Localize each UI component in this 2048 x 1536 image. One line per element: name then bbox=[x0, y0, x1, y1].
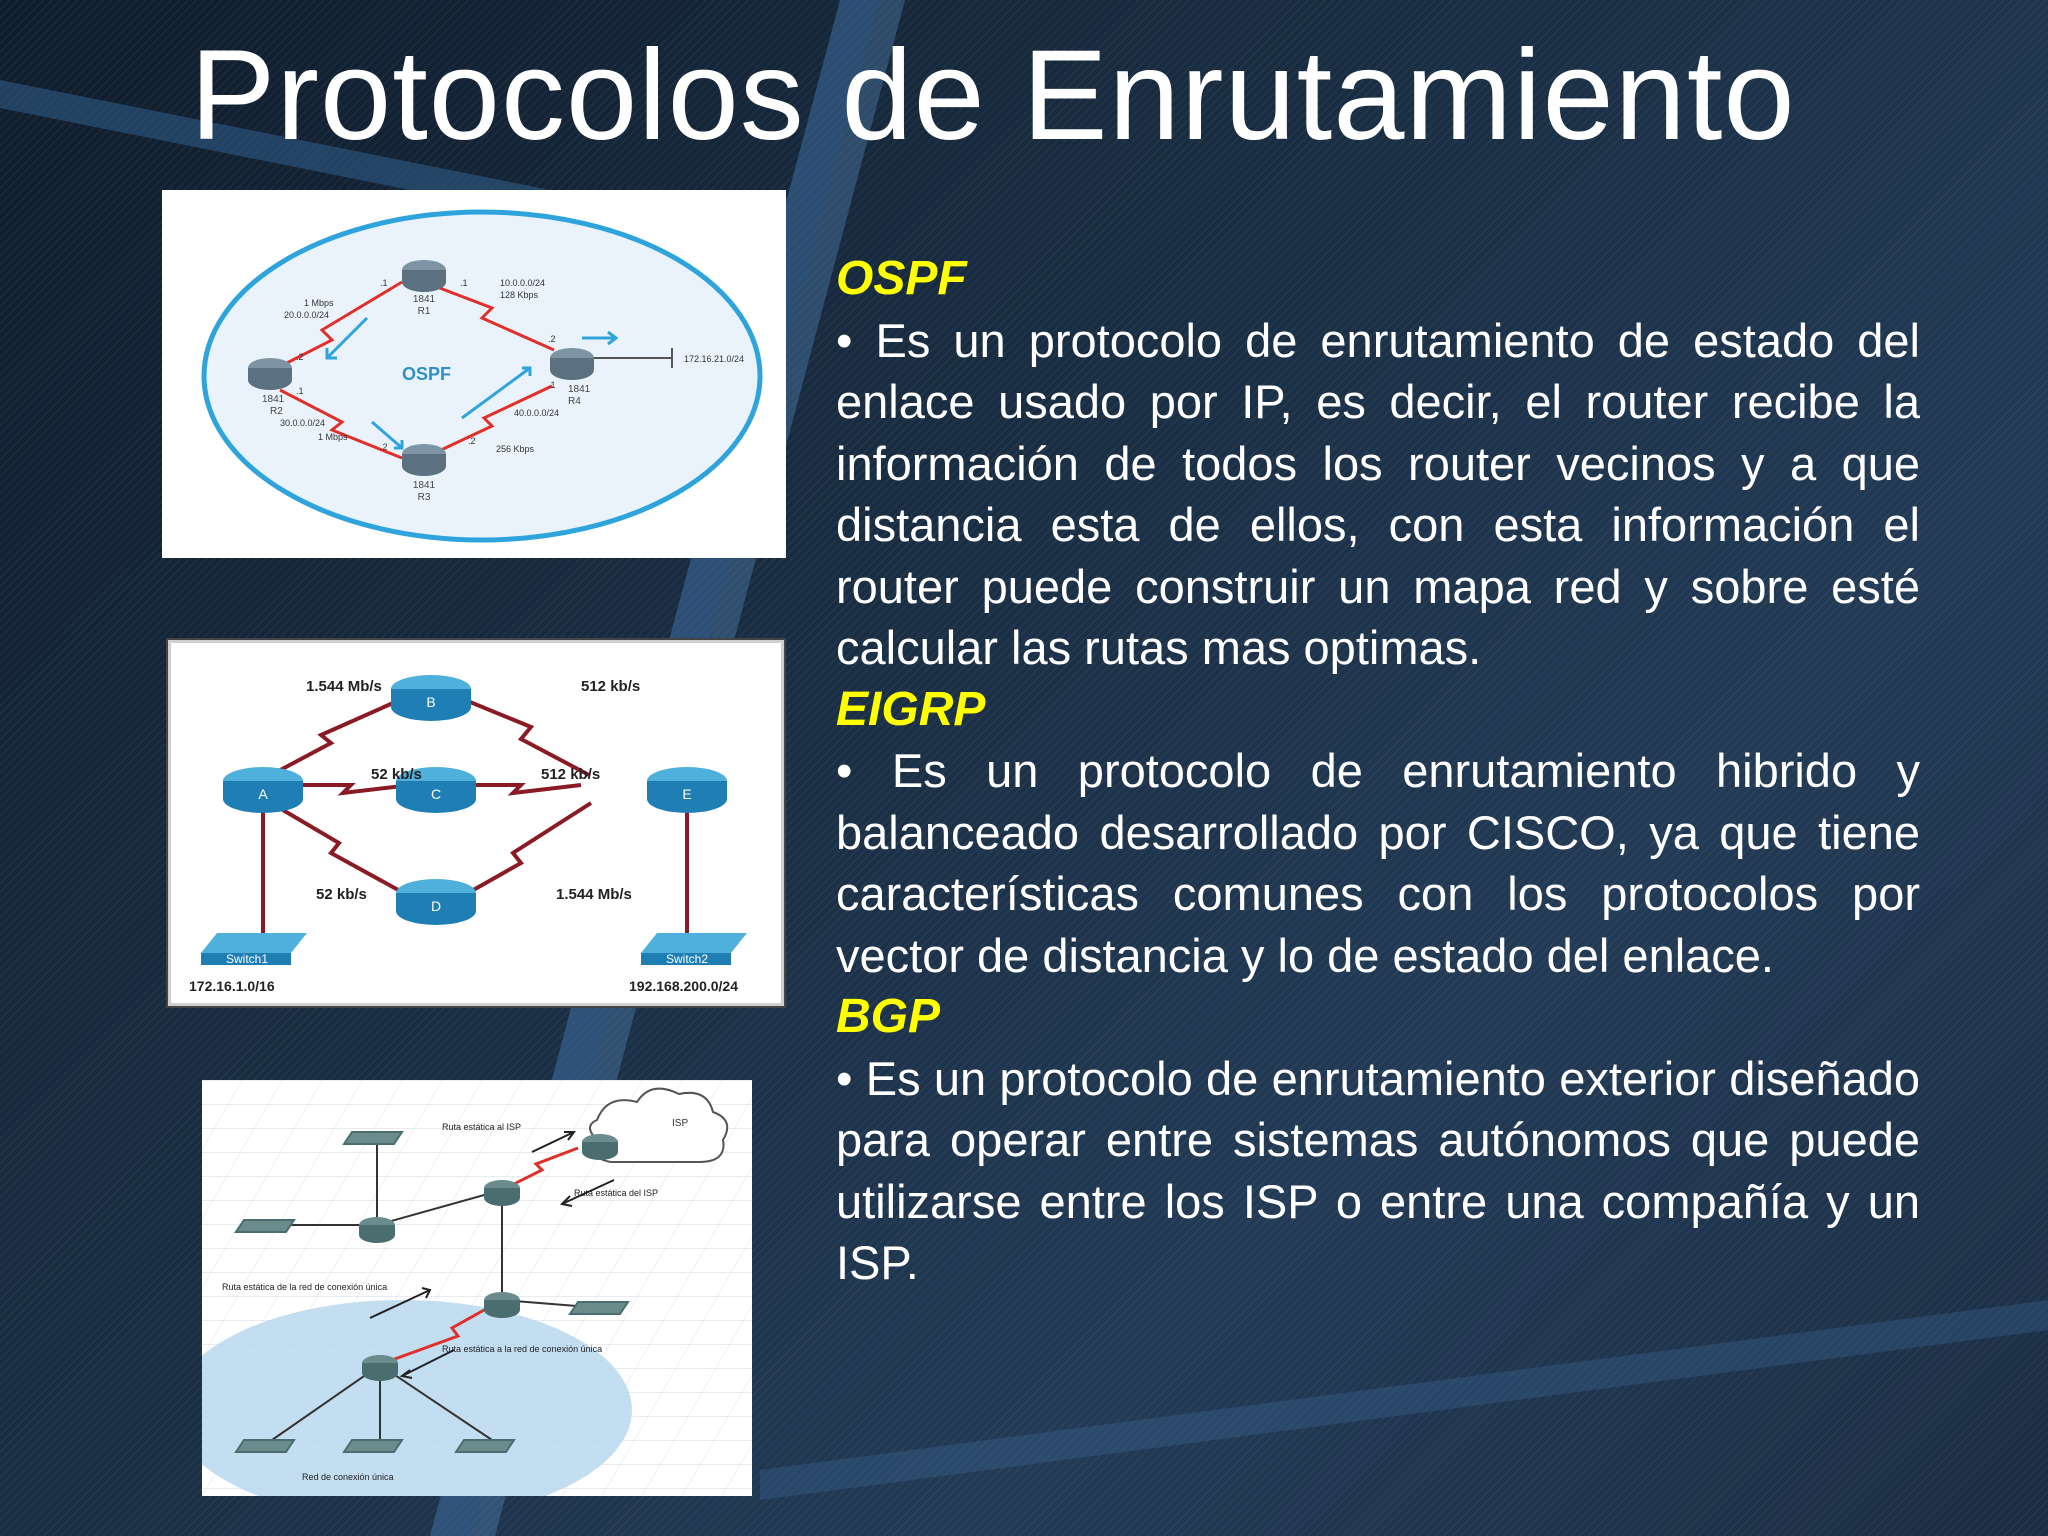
section-body: • Es un protocolo de enrutamiento de est… bbox=[836, 313, 1920, 675]
ospf-topology-diagram: 1841 R1 1841 R2 1841 R3 1841 R4 OSPF 1 M… bbox=[162, 190, 786, 558]
router-name-label: R2 bbox=[270, 406, 283, 417]
eigrp-topology-diagram: A B C D E Switch1 Switch2 1.544 Mb/s bbox=[166, 638, 786, 1008]
network-label: 172.16.1.0/16 bbox=[189, 978, 275, 994]
ospf-flow-arrows bbox=[325, 316, 619, 450]
port-label: .2 bbox=[380, 442, 388, 452]
switch-icon: Switch1 bbox=[201, 933, 307, 966]
router-label: E bbox=[682, 786, 691, 802]
switch-icon bbox=[234, 1219, 296, 1233]
link-label: 1 Mbps bbox=[318, 432, 348, 442]
slide-title: Protocolos de Enrutamiento bbox=[190, 24, 1796, 167]
static-route-arrows bbox=[369, 1131, 615, 1379]
link-label: 52 kb/s bbox=[371, 766, 422, 783]
router-model-label: 1841 bbox=[413, 480, 436, 491]
section-body: • Es un protocolo de enrutamiento exteri… bbox=[836, 1051, 1920, 1290]
link-label: 20.0.0.0/24 bbox=[284, 310, 329, 320]
port-label: .2 bbox=[548, 334, 556, 344]
router-label: C bbox=[431, 786, 441, 802]
section-heading: EIGRP bbox=[836, 682, 986, 736]
router-model-label: 1841 bbox=[262, 394, 285, 405]
router-name-label: R4 bbox=[568, 396, 581, 407]
router-icon: D bbox=[396, 879, 476, 925]
bgp-topology-diagram: ISP bbox=[202, 1080, 752, 1496]
section-bgp: BGP • Es un protocolo de enrutamiento ex… bbox=[836, 986, 1920, 1294]
router-icon bbox=[550, 348, 594, 380]
lan-network-label: 172.16.21.0/24 bbox=[684, 354, 744, 364]
router-name-label: R1 bbox=[418, 306, 431, 317]
link-label: 512 kb/s bbox=[541, 766, 600, 783]
section-ospf: OSPF • Es un protocolo de enrutamiento d… bbox=[836, 248, 1920, 679]
bgp-serial-links bbox=[391, 1146, 579, 1362]
annotation-static-route-to-isp: Ruta estática al ISP bbox=[442, 1122, 521, 1132]
stub-network-label: Red de conexión única bbox=[302, 1472, 394, 1482]
switch-icon bbox=[454, 1439, 516, 1453]
router-icon bbox=[484, 1292, 520, 1318]
router-model-label: 1841 bbox=[413, 294, 436, 305]
section-eigrp: EIGRP • Es un protocolo de enrutamiento … bbox=[836, 679, 1920, 987]
router-name-label: R3 bbox=[418, 492, 431, 503]
link-label: 1.544 Mb/s bbox=[556, 886, 632, 903]
link-label: 256 Kbps bbox=[496, 444, 535, 454]
router-model-label: 1841 bbox=[568, 384, 591, 395]
switch-label: Switch1 bbox=[226, 952, 268, 966]
annotation-static-route-from-stub: Ruta estática de la red de conexión únic… bbox=[222, 1282, 387, 1292]
router-icon bbox=[484, 1180, 520, 1206]
section-heading: OSPF bbox=[836, 252, 967, 305]
router-icon bbox=[402, 444, 446, 476]
switch-icon bbox=[234, 1439, 296, 1453]
ospf-area-ellipse bbox=[201, 209, 763, 543]
router-icon bbox=[248, 358, 292, 390]
port-label: .1 bbox=[296, 386, 304, 396]
switch-icon bbox=[342, 1131, 404, 1145]
isp-cloud-label: ISP bbox=[672, 1118, 688, 1129]
link-label: 30.0.0.0/24 bbox=[280, 418, 325, 428]
annotation-static-route-from-isp: Ruta estática del ISP bbox=[574, 1188, 658, 1198]
ospf-serial-links bbox=[276, 280, 555, 460]
port-label: .1 bbox=[380, 278, 388, 288]
section-heading: BGP bbox=[836, 990, 941, 1043]
network-label: 192.168.200.0/24 bbox=[629, 978, 738, 994]
router-icon bbox=[362, 1355, 398, 1381]
content-text-column: OSPF • Es un protocolo de enrutamiento d… bbox=[836, 248, 1920, 1294]
port-label: .2 bbox=[468, 436, 476, 446]
link-label: 128 Kbps bbox=[500, 290, 539, 300]
port-label: .2 bbox=[296, 352, 304, 362]
router-label: A bbox=[258, 786, 268, 802]
port-label: .1 bbox=[548, 380, 556, 390]
router-label: B bbox=[426, 694, 435, 710]
section-body: • Es un protocolo de enrutamiento hibrid… bbox=[836, 744, 1920, 982]
link-label: 1.544 Mb/s bbox=[306, 678, 382, 695]
router-icon bbox=[402, 260, 446, 292]
switch-icon bbox=[568, 1301, 630, 1315]
annotation-static-route-to-stub: Ruta estática a la red de conexión única bbox=[442, 1344, 602, 1354]
router-icon: C bbox=[396, 767, 476, 813]
router-icon: E bbox=[647, 767, 727, 813]
link-label: 512 kb/s bbox=[581, 678, 640, 695]
eigrp-links bbox=[261, 693, 689, 933]
switch-label: Switch2 bbox=[666, 952, 708, 966]
router-icon: A bbox=[223, 767, 303, 813]
router-label: D bbox=[431, 898, 441, 914]
port-label: .1 bbox=[460, 278, 468, 288]
link-label: 1 Mbps bbox=[304, 298, 334, 308]
link-label: 52 kb/s bbox=[316, 886, 367, 903]
stub-network-area bbox=[202, 1300, 632, 1496]
router-icon bbox=[359, 1217, 395, 1243]
link-label: 40.0.0.0/24 bbox=[514, 408, 559, 418]
switch-icon bbox=[342, 1439, 404, 1453]
router-icon bbox=[582, 1134, 618, 1160]
router-icon: B bbox=[391, 675, 471, 721]
link-label: 10.0.0.0/24 bbox=[500, 278, 545, 288]
switch-icon: Switch2 bbox=[641, 933, 747, 966]
ospf-area-label: OSPF bbox=[402, 364, 451, 384]
